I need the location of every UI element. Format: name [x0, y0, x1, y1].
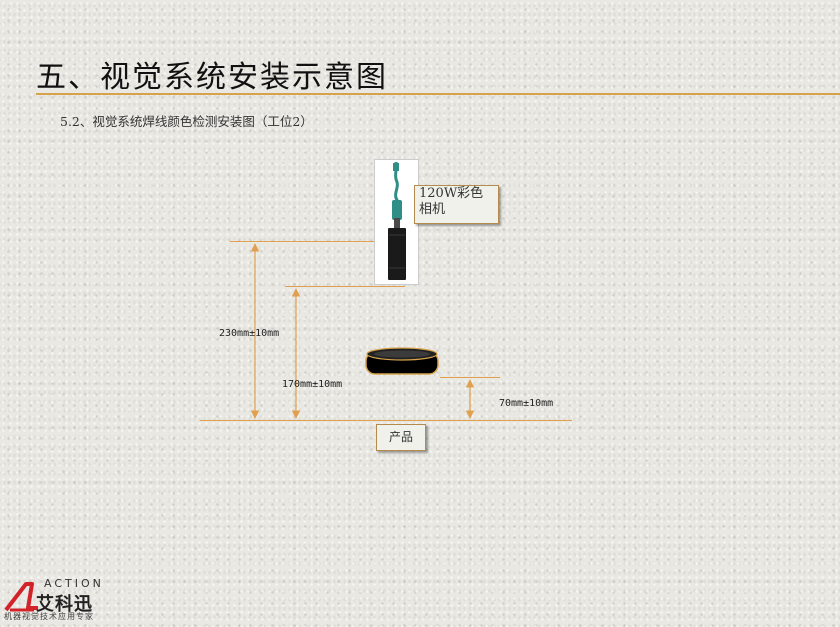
product-label: 产品: [376, 424, 426, 451]
camera-level-line: [230, 241, 375, 242]
page-subtitle: 5.2、视觉系统焊线颜色检测安装图（工位2）: [60, 114, 313, 129]
ring-light: [365, 347, 439, 375]
product-gap-label: 70mm±10mm: [499, 398, 554, 409]
action-logo-icon: [4, 582, 38, 612]
page-title: 五、视觉系统安装示意图: [36, 60, 388, 95]
light-level-line: [285, 286, 405, 287]
title-divider: [36, 93, 840, 95]
camera-image: [374, 159, 419, 285]
camera-label: 120W彩色相机: [414, 185, 499, 224]
camera-height-label: 230mm±10mm: [219, 328, 280, 339]
product-base-line: [200, 420, 572, 421]
light-bottom-line: [440, 377, 500, 378]
light-height-label: 170mm±10mm: [282, 379, 343, 390]
logo-slogan: 机器视觉技术应用专家: [4, 612, 94, 621]
logo-brand-cn: 艾科迅: [36, 594, 93, 615]
logo-brand-en: ACTION: [44, 577, 104, 590]
